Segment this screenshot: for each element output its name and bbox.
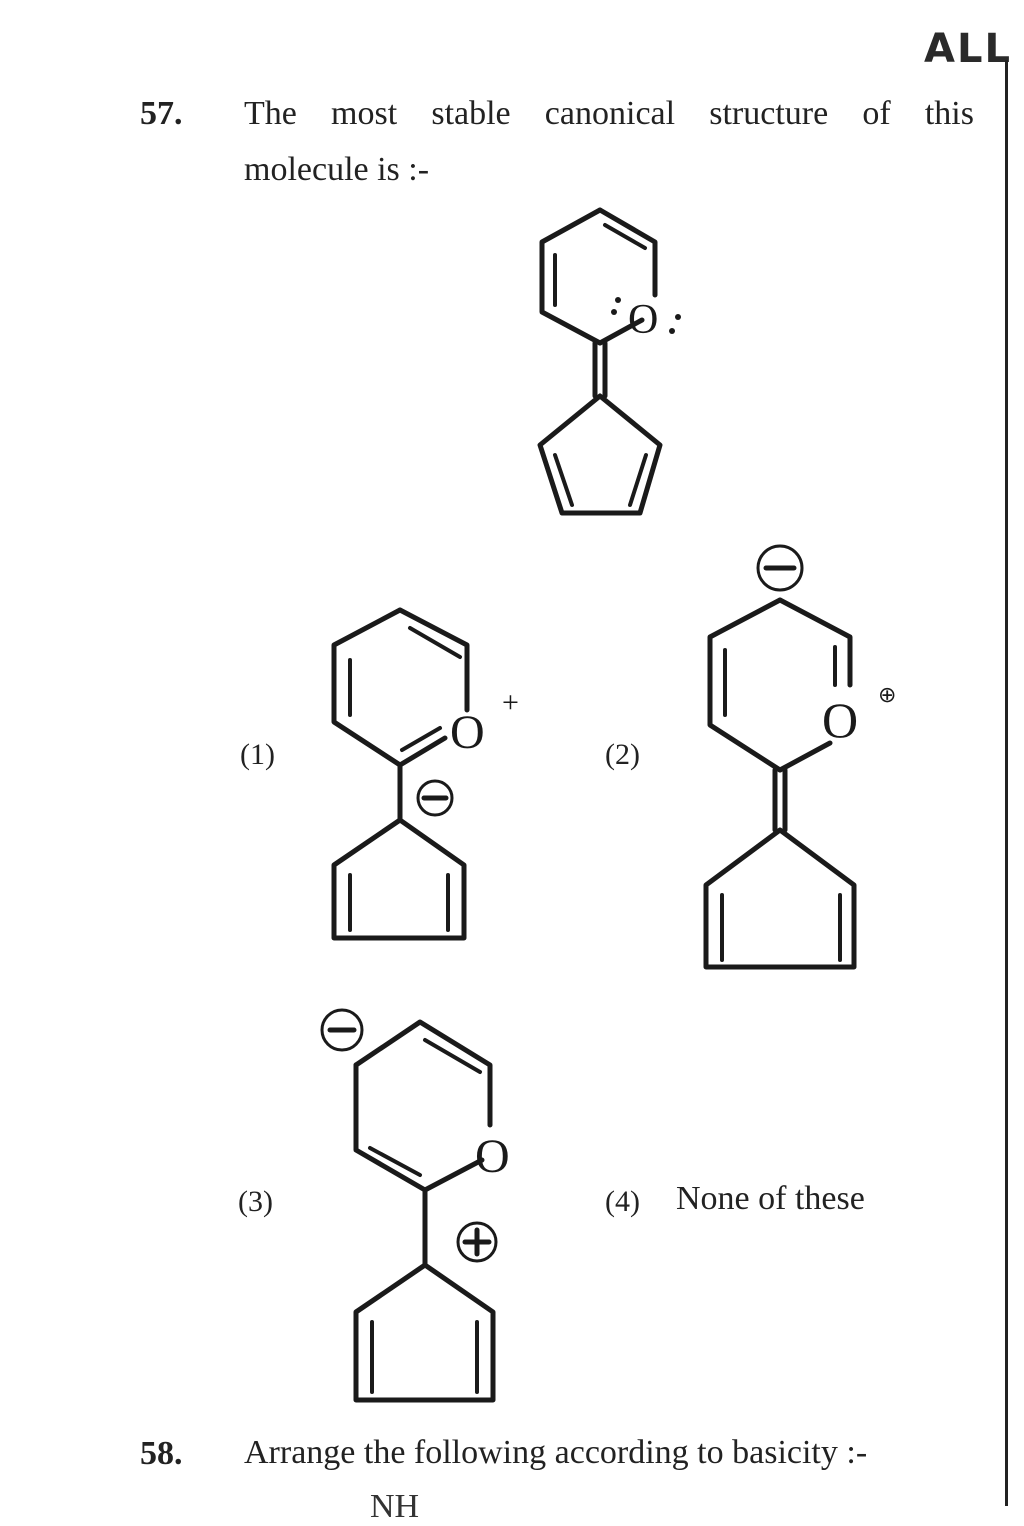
header-logo: ALL: [924, 26, 1012, 72]
column-divider: [1005, 60, 1008, 1506]
question-58-number: 58.: [140, 1435, 183, 1472]
question-57-number: 57.: [140, 95, 183, 132]
option-2-label[interactable]: (2): [605, 738, 640, 771]
oxygen-charge: ⊕: [878, 682, 896, 707]
question-58-partial-formula: NH: [370, 1488, 420, 1525]
oxygen-atom: O: [628, 297, 658, 343]
oxygen-atom: O: [822, 692, 858, 748]
given-molecule-structure: O: [537, 207, 681, 516]
option-4-text[interactable]: None of these: [676, 1180, 865, 1217]
option-1-structure[interactable]: O +: [330, 600, 530, 945]
question-57-text-line2: molecule is :-: [244, 151, 430, 188]
oxygen-charge: +: [502, 686, 519, 719]
oxygen-atom: O: [450, 706, 485, 759]
option-1-label[interactable]: (1): [240, 738, 275, 771]
option-2-structure[interactable]: O ⊕: [700, 544, 920, 975]
option-3-structure[interactable]: O: [310, 1000, 550, 1410]
oxygen-atom: O: [475, 1130, 510, 1183]
option-3-label[interactable]: (3): [238, 1185, 273, 1218]
option-4-label[interactable]: (4): [605, 1185, 640, 1218]
question-58-text: Arrange the following according to basic…: [244, 1434, 868, 1471]
question-57-text-line1: The most stable canonical structure of t…: [244, 95, 974, 132]
